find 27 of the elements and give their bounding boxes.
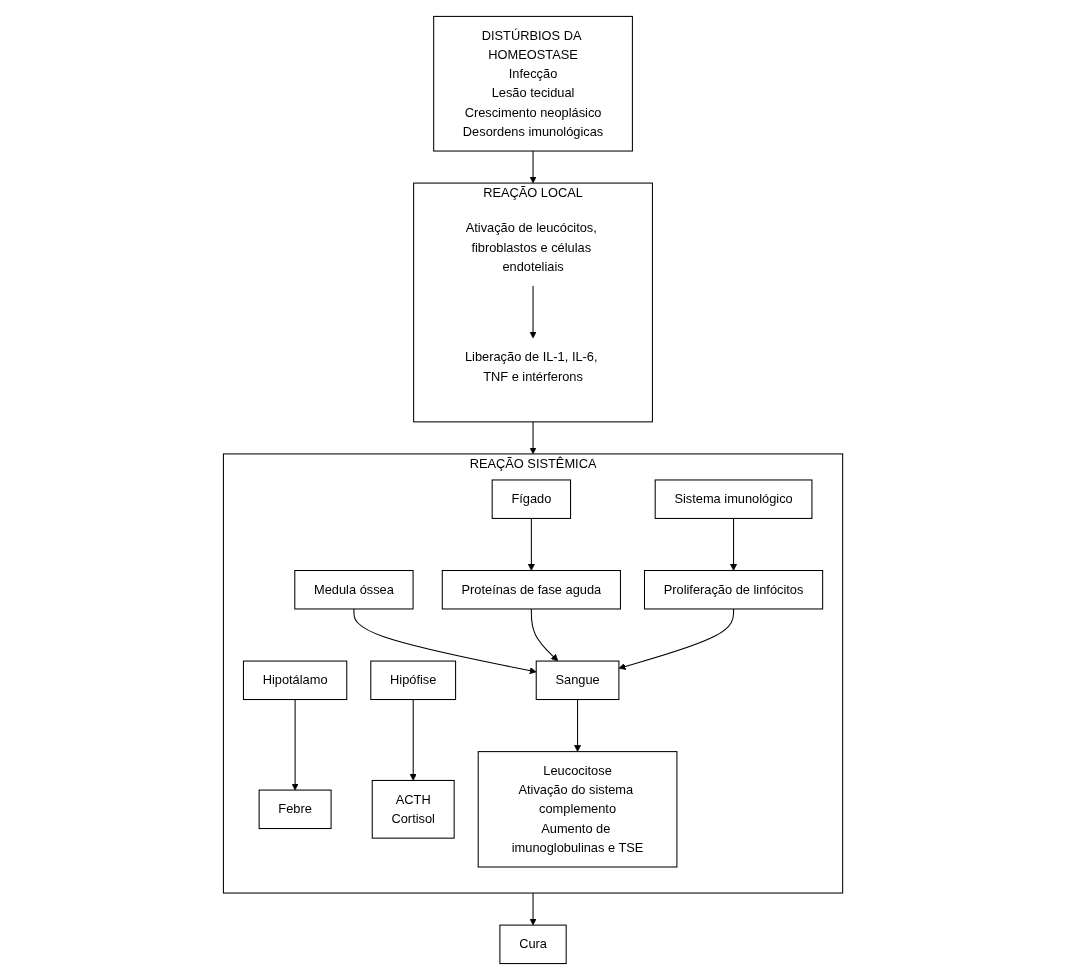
- node-box: ACTH Cortisol: [372, 779, 456, 839]
- arrow: [292, 699, 300, 791]
- node-box: Cura: [499, 924, 568, 965]
- node-box: Proteínas de fase aguda: [442, 570, 622, 610]
- arrow: [528, 517, 536, 571]
- arrow: [529, 150, 537, 184]
- arrow: [529, 285, 537, 339]
- arrow: [619, 608, 735, 670]
- node-box: Sistema imunológico: [655, 479, 813, 519]
- arrow: [529, 421, 537, 455]
- node-text: Liberação de IL-1, IL-6, TNF e intérferons: [465, 350, 598, 384]
- node-box: DISTÚRBIOS DA HOMEOSTASE Infecção Lesão tecidual Crescimento neoplásico Desordens imunológicas: [433, 15, 634, 152]
- arrow: [730, 517, 738, 571]
- node-box: Proliferação de linfócitos: [644, 570, 824, 610]
- node-box: Hipófise: [370, 660, 457, 701]
- node-box: Hipotálamo: [243, 660, 348, 701]
- node-text: Ativação de leucócitos, fibroblastos e células endoteliais: [466, 221, 598, 274]
- arrow: [531, 608, 559, 662]
- node-box: Sangue: [536, 660, 620, 701]
- node-box: Fígado: [492, 479, 572, 519]
- node-box: Medula óssea: [294, 570, 415, 610]
- arrow: [574, 699, 582, 752]
- arrow: [529, 892, 537, 926]
- arrow: [410, 699, 418, 781]
- arrow: [353, 608, 537, 675]
- node-box: Febre: [259, 789, 333, 830]
- node-box: Leucocitose Ativação do sistema complemento Aumento de imunoglobulinas e TSE: [478, 751, 678, 868]
